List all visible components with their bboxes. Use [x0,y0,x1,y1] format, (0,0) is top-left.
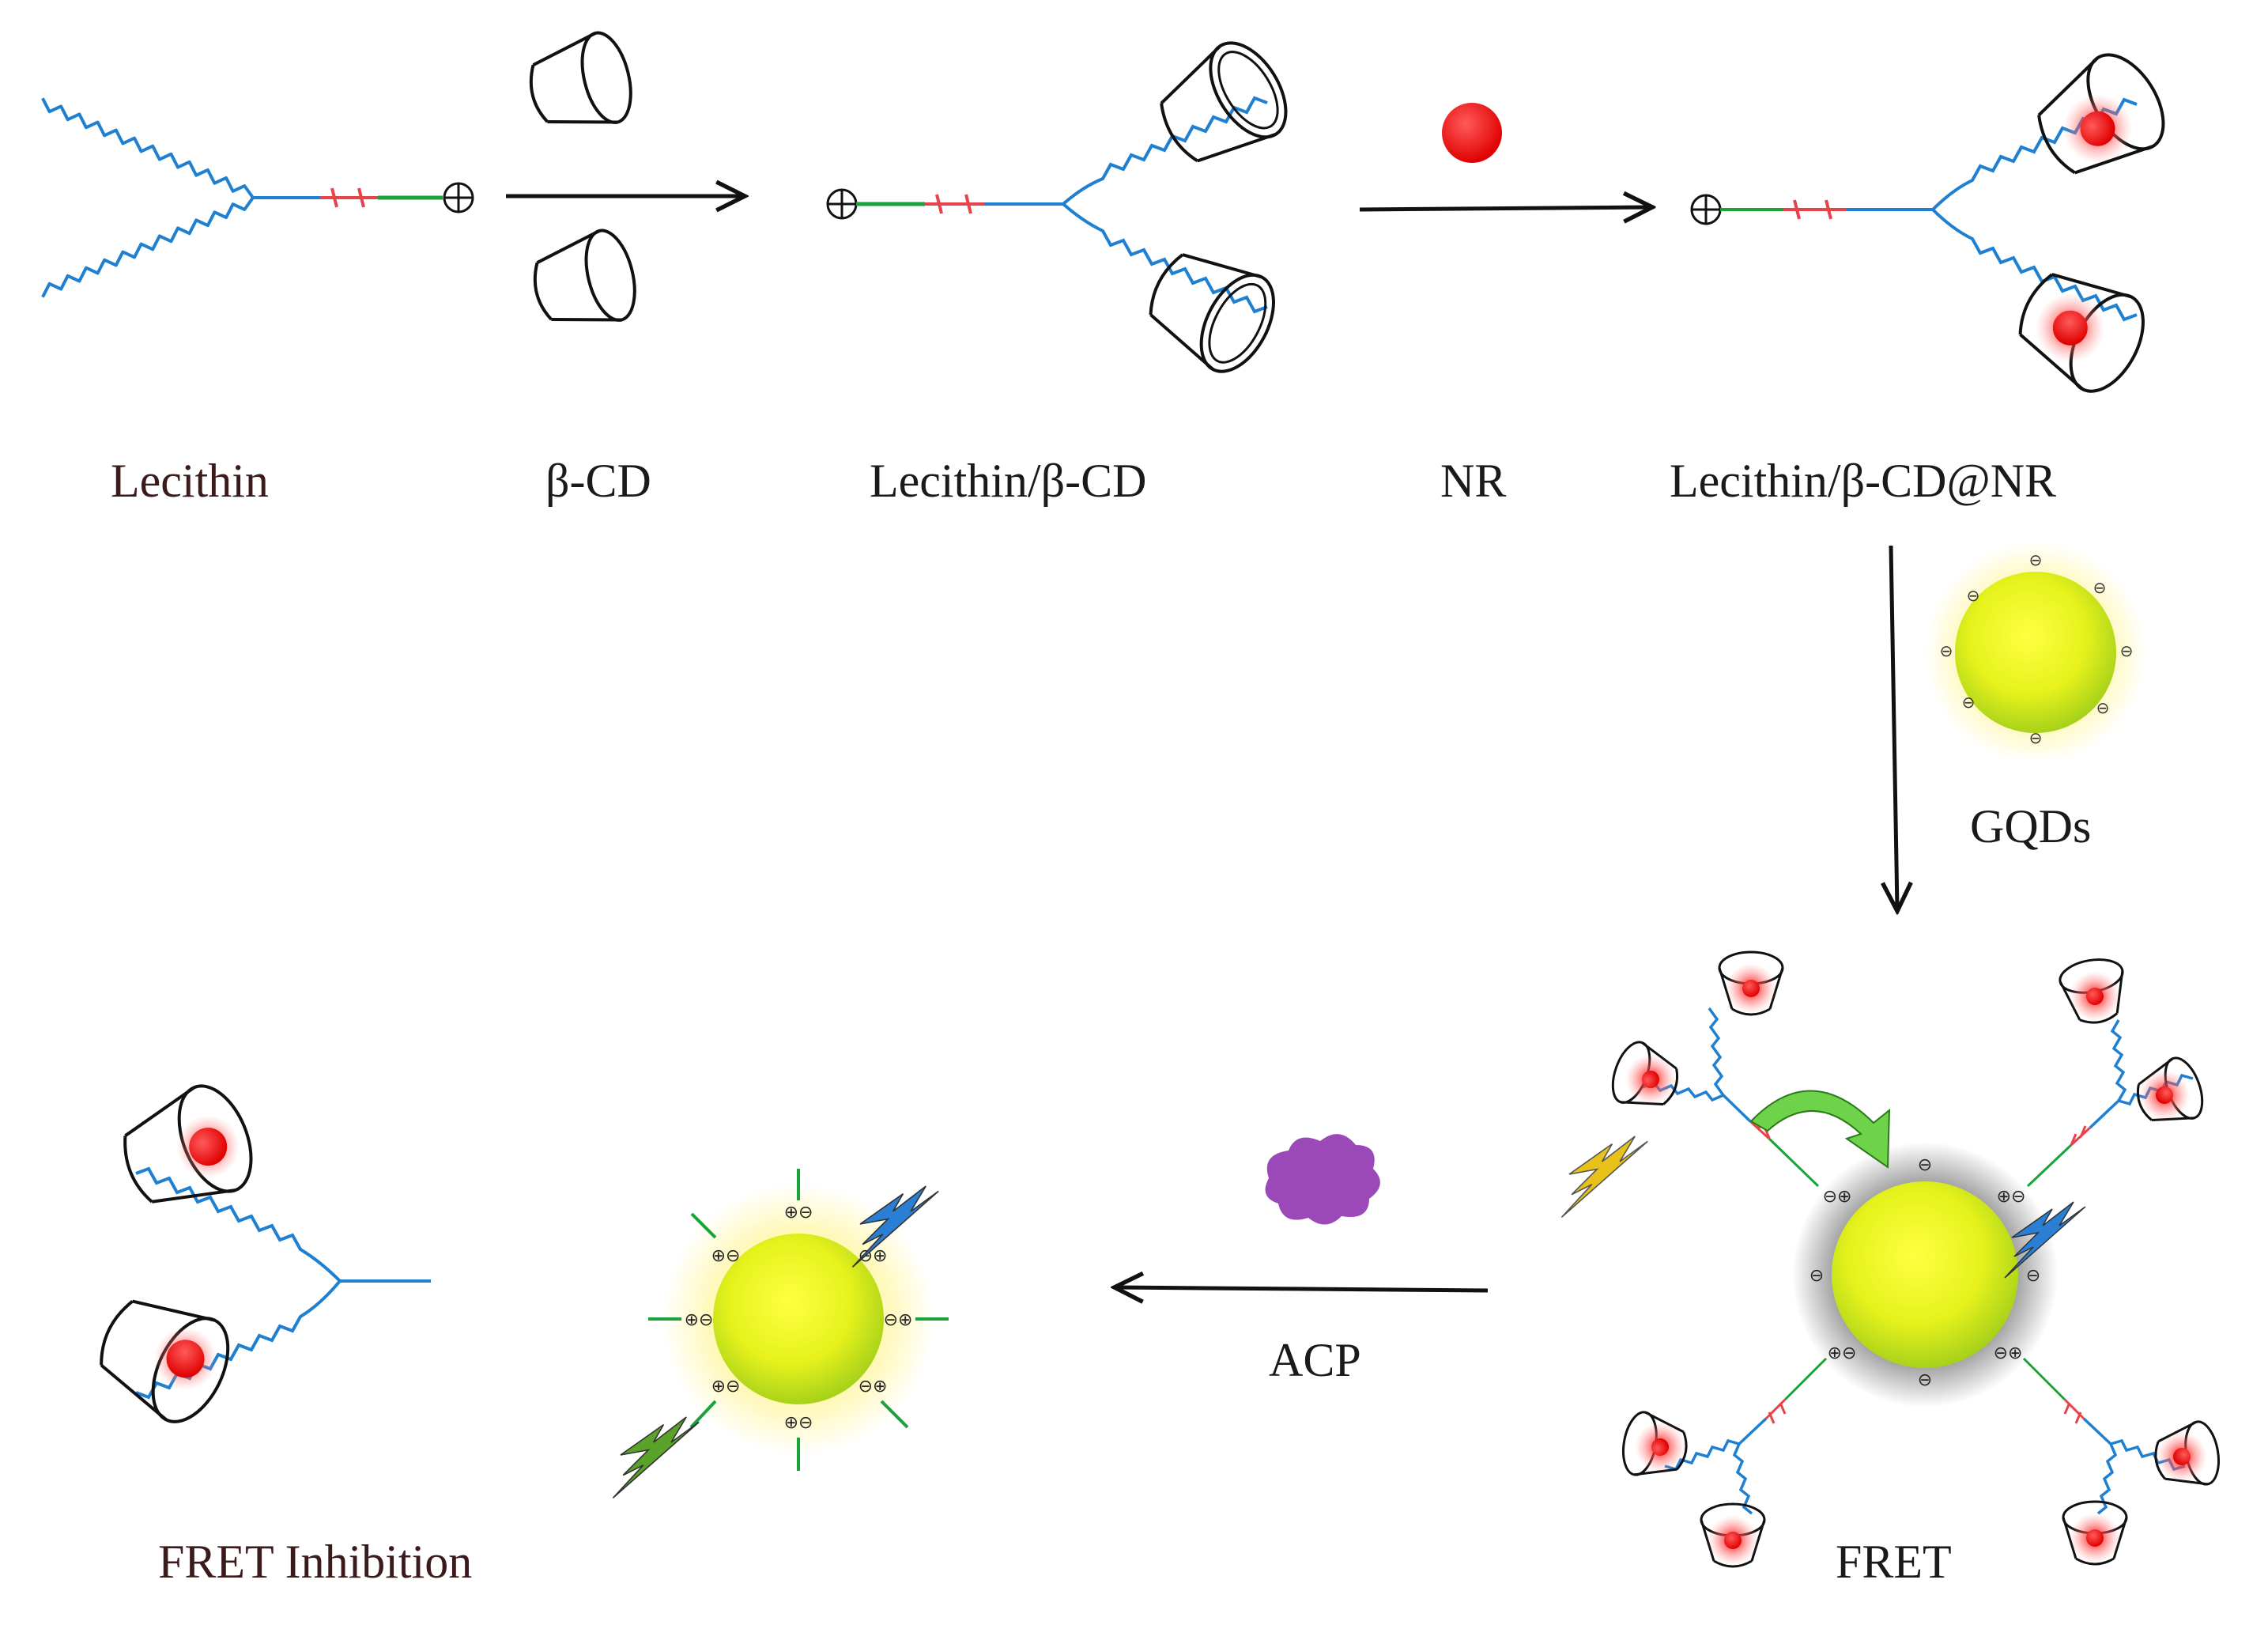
svg-text:⊕⊖: ⊕⊖ [784,1413,813,1433]
svg-text:⊕⊖: ⊕⊖ [711,1246,741,1266]
svg-text:⊕⊖: ⊕⊖ [784,1203,813,1223]
beta-cd-cup-icon [529,31,632,124]
arrow-down-icon [1891,545,1897,909]
nile-red-icon [1442,103,1502,163]
svg-text:⊖⊕: ⊖⊕ [1994,1343,2023,1363]
svg-text:⊖: ⊖ [2096,698,2110,717]
lecithin-molecule [34,96,474,299]
arrow-right-icon [1359,207,1651,210]
svg-text:⊖: ⊖ [2029,550,2043,569]
lecithin-beta-cd-complex [826,41,1288,373]
label-fret: FRET [1836,1536,1952,1588]
svg-text:⊖⊕: ⊖⊕ [859,1377,888,1396]
beta-cd-nr-cup-icon [2037,53,2165,175]
svg-text:⊖: ⊖ [1809,1266,1824,1286]
label-acp: ACP [1269,1334,1361,1386]
svg-text:⊖: ⊖ [1962,693,1976,712]
label-lecithin-beta-cd-nr: Lecithin/β-CD@NR [1670,455,2056,507]
label-lecithin-beta-cd: Lecithin/β-CD [870,455,1146,507]
beta-cd-cup-icon [1160,41,1288,163]
svg-text:⊖: ⊖ [2029,728,2043,747]
svg-text:⊕⊖: ⊕⊖ [711,1377,741,1396]
svg-text:⊖⊕: ⊖⊕ [884,1310,913,1330]
positive-charge-icon [443,182,474,214]
lightning-yellow-icon [1560,1136,1648,1219]
label-lecithin: Lecithin [111,455,269,507]
released-lecithin-beta-cd-nr [100,1084,431,1423]
svg-text:⊖: ⊖ [1918,1370,1932,1390]
svg-text:⊖: ⊖ [2093,578,2107,597]
free-gqd-particle: ⊕⊖ ⊕⊖ ⊕⊖ ⊖⊕ ⊕⊖ ⊖⊕ ⊕⊖ ⊖⊕ [612,1169,949,1499]
beta-cd-cup-icon [1149,253,1275,373]
svg-text:⊕⊖: ⊕⊖ [685,1310,714,1330]
label-fret-inhibition: FRET Inhibition [158,1536,472,1588]
energy-transfer-arrow-icon [1749,1090,1891,1169]
acp-enzyme-icon [1265,1134,1380,1225]
svg-text:⊖: ⊖ [1918,1155,1932,1175]
svg-text:⊕⊖: ⊕⊖ [1997,1187,2026,1207]
label-gqds: GQDs [1970,800,2091,852]
lecithin-beta-cd-nr-complex [1690,53,2165,393]
svg-text:⊖⊕: ⊖⊕ [1823,1187,1852,1207]
svg-text:⊖: ⊖ [1940,641,1953,660]
beta-cd-cup-icon [533,229,636,322]
svg-text:⊖: ⊖ [2120,641,2134,660]
fret-assembly: ⊖ ⊖ ⊖ ⊖ ⊖⊕ ⊕⊖ ⊕⊖ ⊖⊕ [1560,950,2225,1568]
gqd-particle-icon: ⊖ ⊖ ⊖ ⊖ ⊖ ⊖ ⊖ ⊖ [1925,542,2146,763]
svg-text:⊖: ⊖ [2026,1266,2040,1286]
svg-text:⊖: ⊖ [1967,586,1980,605]
label-nr: NR [1440,455,1506,507]
positive-charge-icon [826,188,858,220]
positive-charge-icon [1690,194,1722,225]
arrow-left-icon [1116,1287,1489,1291]
label-beta-cd: β-CD [545,455,651,507]
beta-cd-nr-cup-icon [123,1084,253,1204]
svg-text:⊕⊖: ⊕⊖ [1828,1343,1857,1363]
beta-cd-nr-cup-icon [2018,273,2145,393]
lightning-green-icon [612,1416,700,1499]
beta-cd-nr-cup-icon [100,1299,230,1423]
